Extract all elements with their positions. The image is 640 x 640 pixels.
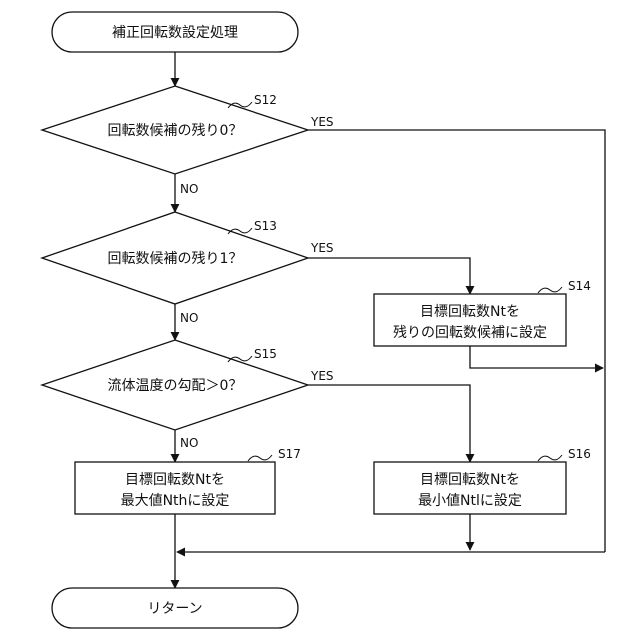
start-label: 補正回転数設定処理 [112, 25, 238, 41]
decision-s15: 流体温度の勾配＞0？ S15 [42, 340, 308, 430]
decision-s15-text: 流体温度の勾配＞0？ [108, 378, 243, 394]
step-s14-label: S14 [568, 279, 591, 293]
process-s16-line1: 目標回転数Ntを [420, 472, 520, 488]
step-s17-label: S17 [278, 447, 301, 461]
s13-yes-label: YES [310, 241, 334, 255]
step-s15-label: S15 [254, 347, 277, 361]
step-s16-leader [538, 455, 562, 461]
step-s12-label: S12 [254, 93, 277, 107]
connector-s15-yes [308, 385, 470, 462]
decision-s12-text: 回転数候補の残り0？ [108, 123, 243, 139]
decision-s13-text: 回転数候補の残り1？ [108, 251, 243, 267]
process-s14-line1: 目標回転数Ntを [420, 304, 520, 320]
connector-s13-yes [308, 258, 470, 294]
end-label: リターン [147, 601, 202, 617]
step-s17-leader [248, 455, 272, 461]
decision-s12: 回転数候補の残り0？ S12 [42, 86, 308, 174]
step-s14-leader [538, 287, 562, 293]
step-s16-label: S16 [568, 447, 591, 461]
process-s17-line2: 最大値Nthに設定 [121, 493, 230, 509]
connector-s14-out [470, 346, 603, 368]
process-s16: 目標回転数Ntを 最小値Ntlに設定 S16 [374, 447, 591, 514]
s15-no-label: NO [180, 436, 198, 450]
process-s17: 目標回転数Ntを 最大値Nthに設定 S17 [75, 447, 301, 514]
end-terminal: リターン [52, 588, 298, 628]
s12-no-label: NO [180, 182, 198, 196]
process-s17-line1: 目標回転数Ntを [125, 472, 225, 488]
step-s13-label: S13 [254, 219, 277, 233]
process-s14: 目標回転数Ntを 残りの回転数候補に設定 S14 [374, 279, 591, 346]
s12-yes-label: YES [310, 115, 334, 129]
decision-s13: 回転数候補の残り1？ S13 [42, 212, 308, 304]
process-s14-line2: 残りの回転数候補に設定 [393, 325, 547, 341]
s13-no-label: NO [180, 311, 198, 325]
s15-yes-label: YES [310, 369, 334, 383]
process-s16-line2: 最小値Ntlに設定 [418, 493, 522, 509]
start-terminal: 補正回転数設定処理 [52, 12, 298, 52]
